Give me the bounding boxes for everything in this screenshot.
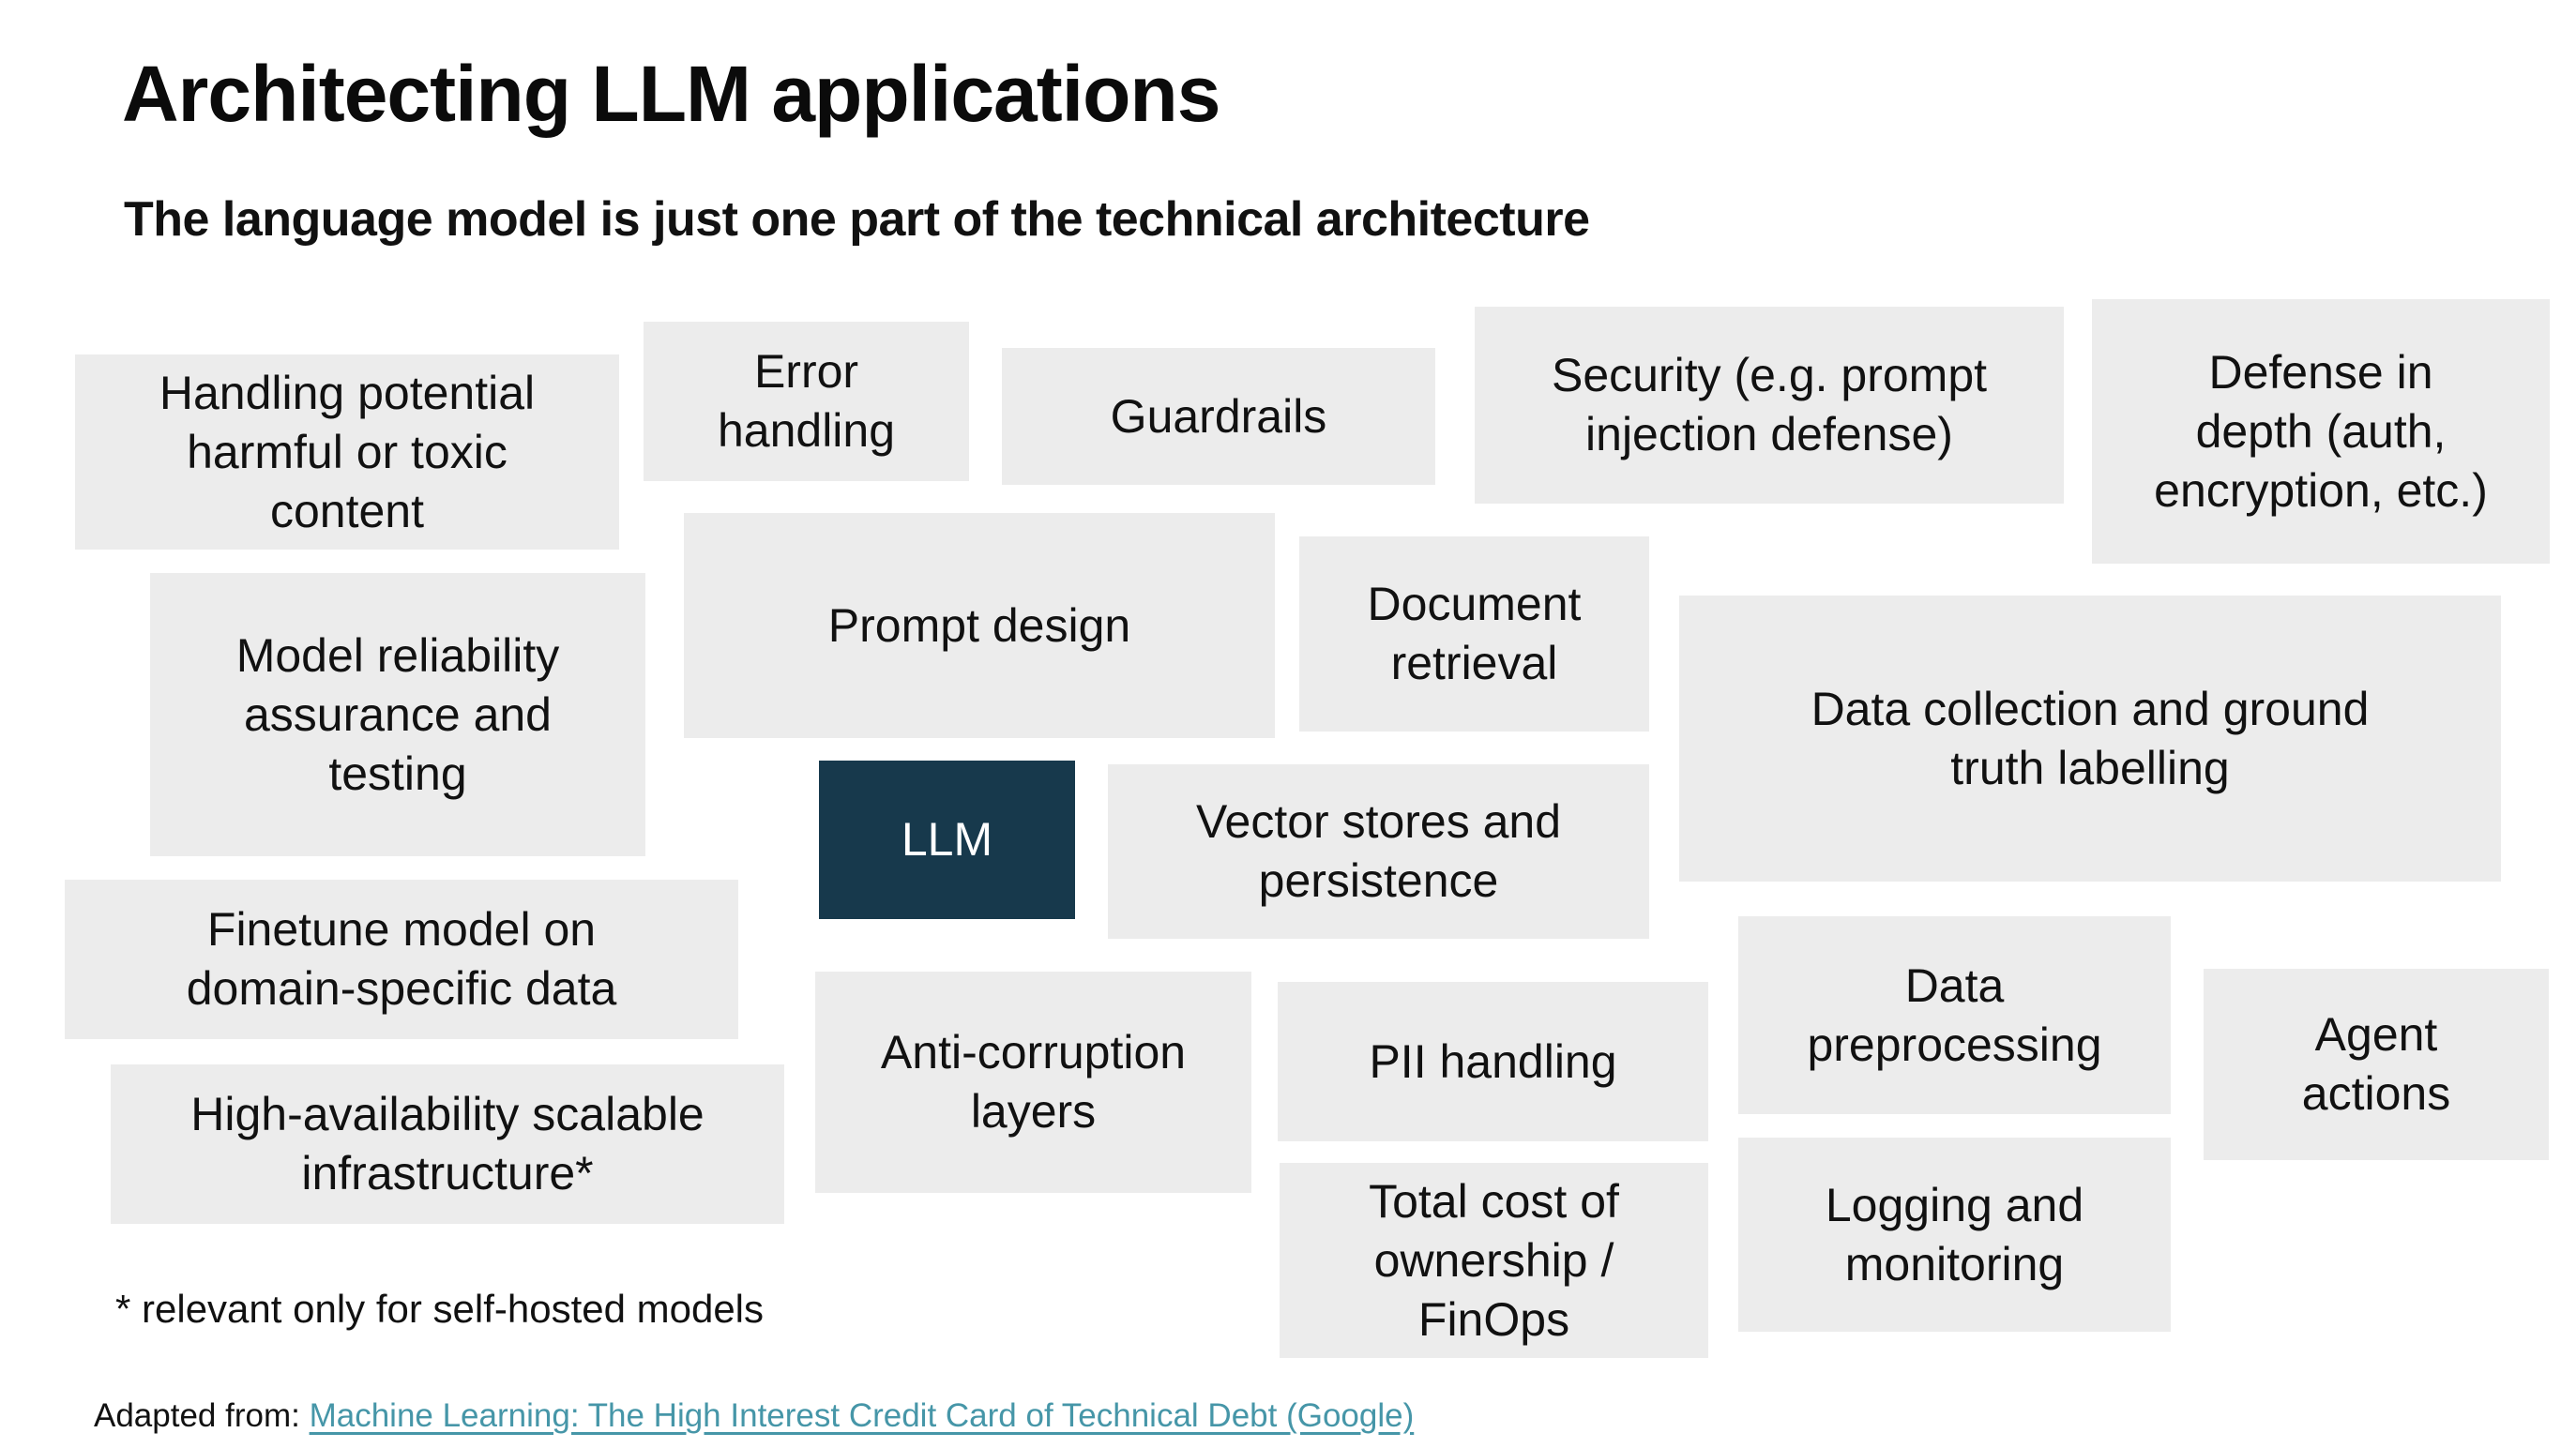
box-label: Defense in depth (auth, encryption, etc.… bbox=[2154, 345, 2488, 517]
attribution-link[interactable]: Machine Learning: The High Interest Cred… bbox=[309, 1397, 1415, 1434]
box-label: Model reliability assurance and testing bbox=[235, 628, 560, 800]
box-label: Handling potential harmful or toxic cont… bbox=[159, 366, 536, 537]
box-data-preprocessing: Data preprocessing bbox=[1738, 916, 2171, 1114]
box-document-retrieval: Document retrieval bbox=[1299, 536, 1649, 732]
box-model-reliability: Model reliability assurance and testing bbox=[150, 573, 645, 856]
attribution-prefix: Adapted from: bbox=[94, 1397, 310, 1434]
box-label: Data preprocessing bbox=[1807, 958, 2102, 1071]
box-label: Finetune model on domain-specific data bbox=[186, 903, 617, 1015]
page-subtitle: The language model is just one part of t… bbox=[124, 192, 1590, 247]
box-label: LLM bbox=[901, 813, 993, 866]
box-label: PII handling bbox=[1369, 1034, 1617, 1088]
box-high-availability: High-availability scalable infrastructur… bbox=[111, 1064, 784, 1224]
box-label: Prompt design bbox=[827, 598, 1131, 652]
box-label: Total cost of ownership / FinOps bbox=[1369, 1174, 1619, 1346]
box-anti-corruption-layers: Anti-corruption layers bbox=[815, 972, 1251, 1193]
box-prompt-design: Prompt design bbox=[684, 513, 1275, 738]
box-label: Anti-corruption layers bbox=[880, 1026, 1187, 1138]
box-label: Document retrieval bbox=[1367, 578, 1582, 689]
box-handling-harmful-content: Handling potential harmful or toxic cont… bbox=[75, 354, 619, 550]
box-pii-handling: PII handling bbox=[1278, 982, 1708, 1141]
box-label: High-availability scalable infrastructur… bbox=[190, 1088, 705, 1199]
box-label: Security (e.g. prompt injection defense) bbox=[1551, 349, 1988, 460]
box-label: Logging and monitoring bbox=[1825, 1178, 2084, 1290]
box-label: Guardrails bbox=[1110, 389, 1327, 443]
attribution: Adapted from: Machine Learning: The High… bbox=[94, 1397, 1414, 1435]
box-finetune-model: Finetune model on domain-specific data bbox=[65, 880, 738, 1039]
box-logging-monitoring: Logging and monitoring bbox=[1738, 1138, 2171, 1332]
box-label: Vector stores and persistence bbox=[1195, 795, 1562, 907]
box-defense-in-depth: Defense in depth (auth, encryption, etc.… bbox=[2092, 299, 2550, 564]
box-guardrails: Guardrails bbox=[1002, 348, 1435, 485]
box-agent-actions: Agent actions bbox=[2204, 969, 2549, 1160]
box-vector-stores: Vector stores and persistence bbox=[1108, 764, 1649, 939]
box-label: Error handling bbox=[717, 345, 896, 457]
page-title: Architecting LLM applications bbox=[122, 50, 1220, 138]
box-security: Security (e.g. prompt injection defense) bbox=[1475, 307, 2064, 504]
box-llm: LLM bbox=[819, 761, 1075, 919]
box-data-collection: Data collection and ground truth labelli… bbox=[1679, 596, 2501, 882]
box-error-handling: Error handling bbox=[644, 322, 969, 481]
footnote: * relevant only for self-hosted models bbox=[115, 1287, 765, 1331]
box-label: Agent actions bbox=[2301, 1008, 2451, 1120]
box-total-cost: Total cost of ownership / FinOps bbox=[1280, 1163, 1708, 1358]
box-label: Data collection and ground truth labelli… bbox=[1811, 682, 2370, 794]
